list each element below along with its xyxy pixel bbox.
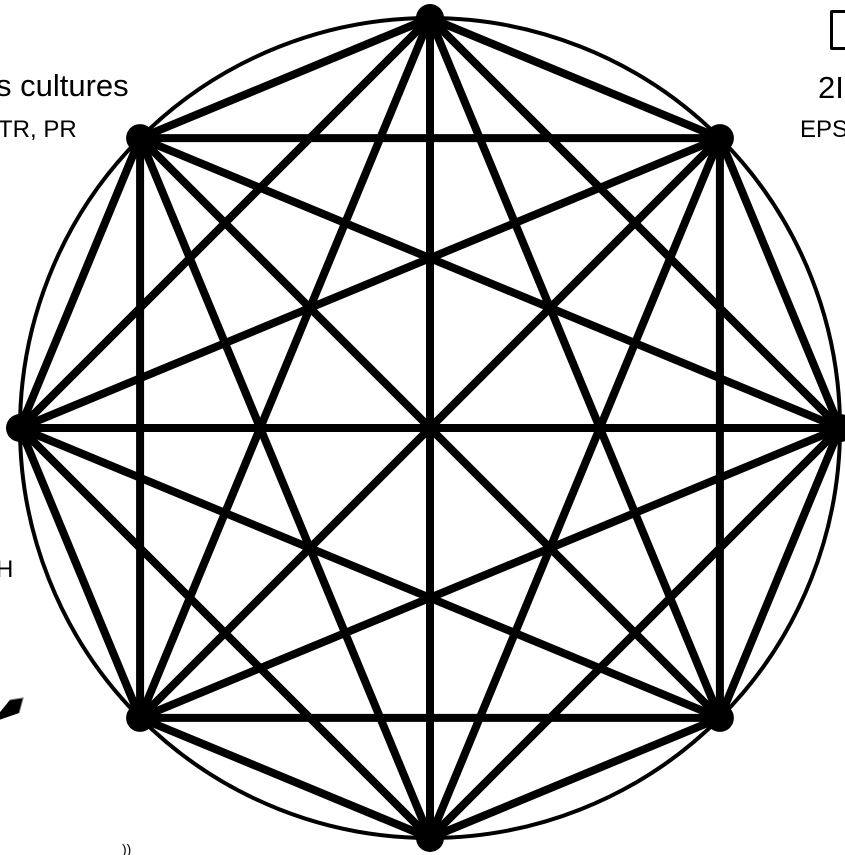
- graph-vertex-7: [126, 124, 154, 152]
- graph-vertex-3: [706, 704, 734, 732]
- graph-vertex-4: [416, 824, 444, 852]
- graph-vertex-5: [126, 704, 154, 732]
- graph-vertex-0: [416, 4, 444, 32]
- graph-vertex-6: [6, 414, 34, 442]
- graph-vertex-1: [706, 124, 734, 152]
